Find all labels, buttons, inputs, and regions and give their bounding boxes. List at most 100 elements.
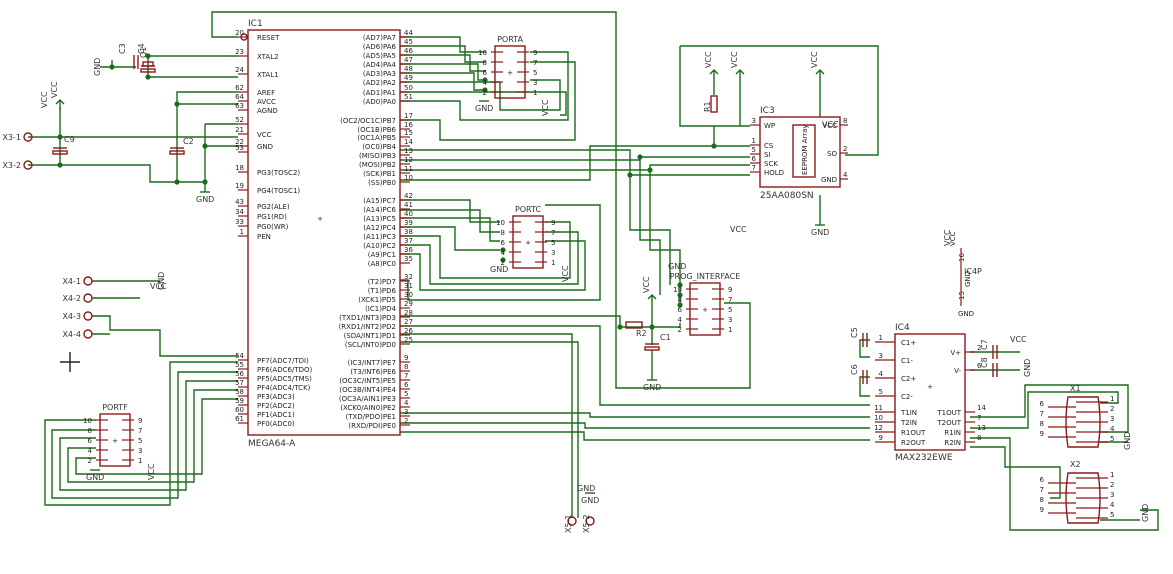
junction-dot [500,257,506,263]
ic1-pin-name: (T2)PD7 [368,278,396,286]
subd-pin-num: 6 [1040,476,1045,484]
terminal-pad [23,160,33,170]
ic1-pin-num: 49 [404,74,413,82]
capacitor-c1: C1 [644,333,671,351]
ic1-pin-name: PF7(ADC7/TDI) [257,357,309,365]
header-pin-num: 9 [533,49,537,57]
ic1-pin-name: (OC1A)PB5 [357,134,396,142]
vcc-symbol: VCC [730,51,745,80]
ic1: IC1MEGA64-A20RESET23XTAL224XTAL162AREF64… [235,19,413,449]
res-body [710,95,718,113]
ic1-pin-num: 20 [235,29,244,37]
capacitor-c7: C7 [980,339,998,359]
subd-pin-num: 9 [1040,430,1044,438]
terminal-x4-3: X4-3 [62,311,93,321]
ic1-pin-name: (OC3B/INT4)PE4 [339,386,396,394]
ic4-pin-name: R2OUT [901,439,926,447]
ic1-pin-name: (TXD/PDO)PE1 [345,413,396,421]
terminal-label: X4-1 [62,277,81,286]
header-pin-num: 4 [678,316,683,324]
gnd-label: GND [157,272,166,290]
gnd-label: GND [196,195,214,204]
ic1-pin-num: 37 [404,237,413,245]
ic1-pin-num: 23 [235,48,244,56]
header-origin-mark: + [507,69,513,77]
ic1-pin-num: 12 [404,156,413,164]
ic1-pin-num: 42 [404,192,413,200]
ic1-pin-num: 5 [404,390,408,398]
cap-label: C7 [980,339,989,350]
junction-dot [202,179,208,185]
ic1-pin-name: PF5(ADC5/TMS) [257,375,312,383]
ic1-pin-num: 30 [404,291,413,299]
gnd-symbol: GND [643,379,661,392]
junction-dot [647,167,653,173]
ic1-pin-name: PF0(ADC0) [257,420,295,428]
ic1-pin-num: 18 [235,164,244,172]
ic1-pin-num: 3 [404,408,408,416]
ic1-pin-name: (XCK1)PD5 [358,296,396,304]
ic1-pin-num: 31 [404,282,413,290]
terminal-pad [83,293,93,303]
ic1-pin-name: (AD0)PA0 [363,98,396,106]
ic3-pin-name: CS [764,142,774,150]
header-pin-num: 3 [551,249,555,257]
ic3-pin-name: SI [764,151,771,159]
header-pin-num: 3 [533,79,537,87]
header-origin-mark: + [702,306,708,314]
cap-label: C5 [850,327,859,338]
ic1-pin-name: PF3(ADC3) [257,393,295,401]
ic1-pin-name: (SS)PB0 [368,179,396,187]
ic1-pin-name: RESET [257,34,280,42]
subd-pin-num: 8 [1040,420,1044,428]
ic4-pin-name: T1OUT [936,409,961,417]
terminal-x4-4: X4-4 [62,329,93,339]
ic1-pin-num: 33 [235,218,244,226]
ic1-name: IC1 [248,19,263,29]
ic1-pin-num: 14 [404,138,413,146]
subd-pin-num: 9 [1040,506,1044,514]
ic4p-gnd-pin-label: GND [964,271,972,287]
ic3-pin-num: 8 [843,117,847,125]
header-name: PORTC [515,205,542,214]
subd-pin-num: 3 [1110,415,1114,423]
vcc-arrow-icon [55,99,65,105]
junction-dot [617,324,623,330]
cap-label: C9 [64,135,75,144]
ic1-pin-name: (IC3/INT7)PE7 [348,359,396,367]
ic4-pin-num: 10 [874,414,883,422]
ic3-pin-name: HOLD [764,169,784,177]
subd-pin-num: 5 [1110,511,1114,519]
ic1-pin-num: 25 [404,336,413,344]
header-pin-num: 2 [88,457,92,465]
cap-label: C1 [660,333,671,342]
ic4-pin-name: T2OUT [936,419,961,427]
ic1-pin-num: 1 [240,228,244,236]
ic4-pin-num: 12 [874,424,883,432]
ic1-pin-name: XTAL1 [257,71,279,79]
ic1-pin-num: 50 [404,84,413,92]
ic1-pin-name: (AD7)PA7 [363,34,396,42]
header-pin-num: 9 [551,219,555,227]
ic1-pin-name: PG0(WR) [257,223,289,231]
vcc-label: VCC [642,276,651,293]
gnd-symbol: GND [581,492,599,505]
ic1-pin-num: 9 [404,354,408,362]
terminal-label: X4-3 [62,312,81,321]
ic1-pin-name: (A9)PC1 [368,251,396,259]
ic1-pin-num: 34 [235,208,244,216]
net-wires [28,11,1159,531]
ic4p-vcc-label: VCC [949,231,957,246]
junction-dot [202,143,208,149]
header-pin-num: 3 [138,447,142,455]
ic1-pin-name: (OC0)PB4 [362,143,396,151]
crystal-body [142,61,154,67]
junction-dot [145,74,151,80]
ic1-pin-name: (SCL/INT0)PD0 [345,341,396,349]
ic4-pin-name: T1IN [900,409,917,417]
header-name: PORTA [497,35,523,44]
header-pin-num: 7 [138,427,142,435]
